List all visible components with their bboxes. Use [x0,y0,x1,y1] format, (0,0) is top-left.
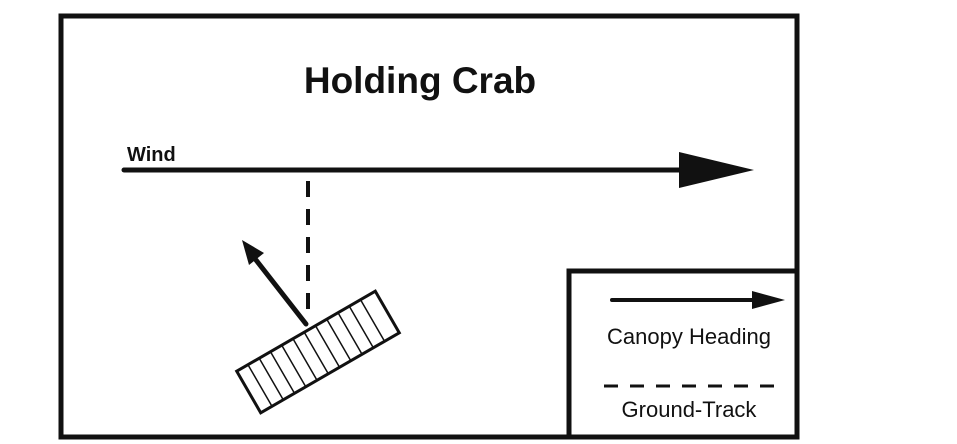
legend-heading-label: Canopy Heading [607,324,771,349]
diagram-frame [58,13,800,440]
legend: Canopy Heading Ground-Track [566,268,800,440]
canopy-cells [247,299,386,407]
canopy-heading-shaft [253,257,309,327]
legend-heading-arrowhead [752,291,785,309]
canopy-heading-arrow [242,240,309,327]
wind-label: Wind [127,144,176,166]
wind-arrow-head [679,152,754,188]
canopy-icon [234,289,402,415]
legend-track-label: Ground-Track [622,397,758,422]
diagram-title: Holding Crab [304,60,536,101]
canopy-body [234,289,402,415]
canopy-heading-head [242,240,264,265]
wind-arrow [121,152,754,188]
